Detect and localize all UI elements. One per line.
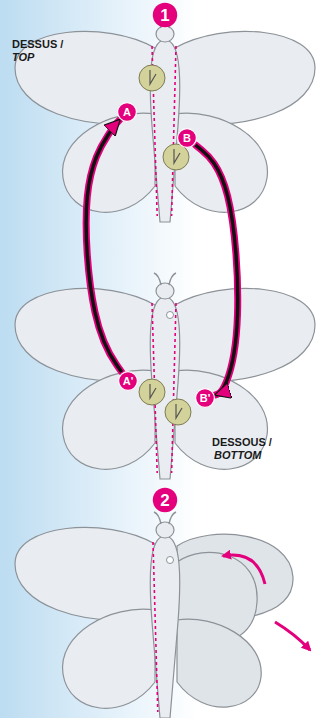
- antenna: [154, 273, 161, 285]
- node-text: B': [200, 393, 211, 404]
- circle-shape: [119, 372, 138, 391]
- node-text: 1: [160, 7, 169, 24]
- fold-arrow: [223, 555, 265, 584]
- slot-mark: [176, 404, 182, 418]
- body-hole: [167, 557, 174, 564]
- glue-tab: [165, 399, 191, 425]
- node-text: A: [123, 107, 131, 118]
- lower-wing: [175, 113, 267, 212]
- upper-wing: [15, 527, 155, 620]
- left-wings: [15, 527, 155, 708]
- side-label: DESSOUS /: [212, 436, 272, 449]
- upper-wing: [175, 288, 315, 381]
- right-wings: [175, 288, 315, 469]
- glue-tab: [139, 379, 165, 405]
- left-wings: [15, 31, 155, 212]
- curved-arrow: [195, 145, 237, 395]
- butterfly: [15, 512, 310, 718]
- circle-shape: [178, 129, 197, 148]
- side-label: DESSUS /: [12, 38, 63, 51]
- callout-letter: A: [117, 102, 137, 122]
- butterfly-head: [156, 26, 174, 42]
- butterfly-head: [156, 283, 174, 299]
- slot-mark: [150, 384, 156, 398]
- right-wings: [175, 31, 315, 212]
- lower-wing: [63, 609, 155, 708]
- curved-arrow: [86, 120, 122, 372]
- node-text: 2: [160, 492, 169, 509]
- fold-line: [153, 542, 158, 712]
- node-text: A': [123, 376, 134, 387]
- antenna: [169, 512, 176, 524]
- callout-letter: B': [195, 388, 215, 408]
- circle-shape: [153, 3, 177, 27]
- glue-tab: [139, 65, 165, 91]
- callout-letter: A': [118, 371, 138, 391]
- side-label: TOP: [12, 51, 34, 64]
- butterfly-head: [156, 522, 174, 538]
- fold-line: [172, 303, 176, 473]
- step-number: 1: [152, 2, 178, 28]
- step-number: 2: [152, 487, 178, 513]
- connector-outline: [195, 145, 237, 395]
- upper-wing: [175, 31, 315, 124]
- slot-mark: [150, 70, 156, 84]
- circle-shape: [118, 103, 137, 122]
- callout-letter: B: [177, 128, 197, 148]
- antenna: [169, 273, 176, 285]
- node-text: B: [183, 133, 191, 144]
- glue-tab: [163, 144, 189, 170]
- body-hole: [167, 312, 174, 319]
- fold-arrow: [275, 622, 310, 650]
- left-wings: [15, 288, 155, 469]
- connector-outline: [86, 120, 122, 372]
- side-label: BOTTOM: [214, 449, 261, 462]
- butterfly: [15, 273, 315, 479]
- fold-line: [172, 46, 176, 216]
- upper-wing: [15, 288, 155, 381]
- antenna: [154, 512, 161, 524]
- folded-lower-wing: [177, 619, 261, 707]
- slot-mark: [174, 149, 180, 163]
- butterfly-body: [150, 536, 179, 718]
- circle-shape: [196, 389, 215, 408]
- circle-shape: [153, 488, 177, 512]
